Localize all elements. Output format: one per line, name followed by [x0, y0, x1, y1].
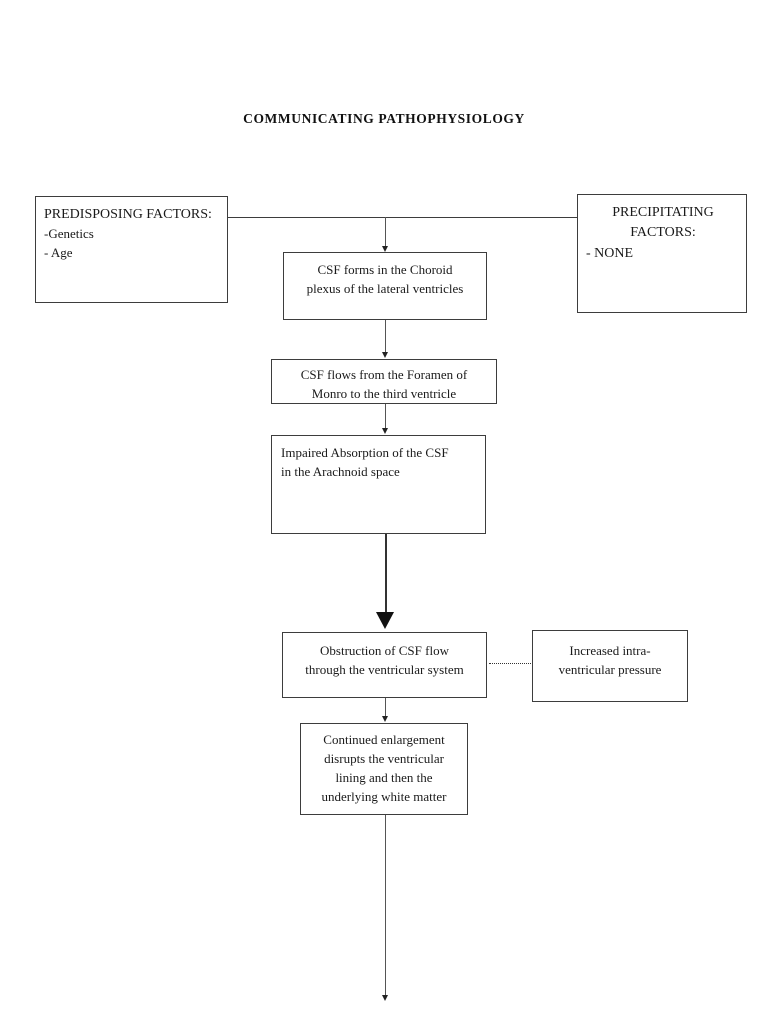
node-obstruction-label: Obstruction of CSF flow through the vent… — [305, 643, 464, 677]
node-increased-pressure-label: Increased intra- ventricular pressure — [558, 643, 662, 677]
node-csf-forms-label: CSF forms in the Choroid plexus of the l… — [306, 262, 464, 296]
node-impaired-absorption: Impaired Absorption of the CSF in the Ar… — [271, 435, 486, 534]
node-impaired-absorption-label: Impaired Absorption of the CSF in the Ar… — [281, 445, 449, 479]
node-csf-flows-label: CSF flows from the Foramen of Monro to t… — [300, 367, 468, 401]
node-increased-pressure: Increased intra- ventricular pressure — [532, 630, 688, 702]
connector-obstruction-to-continued — [385, 698, 386, 717]
node-precipitating-factors: PRECIPITATING FACTORS: - NONE — [577, 194, 747, 313]
connector-csf-forms-to-csf-flows — [385, 320, 386, 353]
connector-obstruction-to-pressure-dotted — [489, 663, 531, 664]
node-csf-forms: CSF forms in the Choroid plexus of the l… — [283, 252, 487, 320]
connector-csf-flows-to-impaired — [385, 404, 386, 429]
arrowhead-down-icon — [381, 995, 388, 1001]
node-predisposing-items: -Genetics - Age — [44, 226, 94, 261]
connector-impaired-to-obstruction — [385, 534, 387, 614]
node-continued-enlargement: Continued enlargement disrupts the ventr… — [300, 723, 468, 815]
connector-factors-horizontal — [228, 217, 577, 218]
page-title: COMMUNICATING PATHOPHYSIOLOGY — [243, 111, 525, 126]
node-precipitating-heading: PRECIPITATING FACTORS: — [612, 205, 714, 241]
arrowhead-down-large-icon — [376, 612, 394, 629]
node-precipitating-items: - NONE — [586, 245, 634, 261]
arrowhead-down-icon — [381, 352, 388, 358]
node-continued-enlargement-label: Continued enlargement disrupts the ventr… — [321, 732, 447, 804]
connector-continued-to-outflow — [385, 815, 386, 998]
arrowhead-down-icon — [381, 428, 388, 434]
node-csf-flows: CSF flows from the Foramen of Monro to t… — [271, 359, 497, 404]
node-obstruction: Obstruction of CSF flow through the vent… — [282, 632, 487, 698]
arrowhead-down-icon — [381, 716, 388, 722]
node-predisposing-factors: PREDISPOSING FACTORS: -Genetics - Age — [35, 196, 228, 303]
connector-factors-to-csf-forms — [385, 217, 386, 247]
node-predisposing-heading: PREDISPOSING FACTORS: — [44, 207, 212, 222]
arrowhead-down-icon — [381, 246, 388, 252]
